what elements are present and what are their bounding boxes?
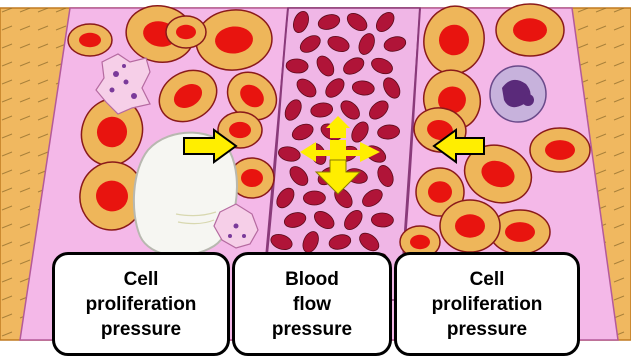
center-label: Blood flow pressure [272, 267, 352, 342]
tissue-cell-16 [440, 200, 500, 252]
tissue-cell-8 [68, 24, 112, 56]
tissue-cell-17 [530, 128, 590, 172]
label-box-center: Blood flow pressure [232, 252, 392, 356]
tissue-cell-7 [166, 16, 206, 48]
label-box-left: Cell proliferation pressure [52, 252, 230, 356]
left-label: Cell proliferation pressure [86, 267, 197, 342]
tissue-cell-10 [496, 4, 564, 56]
red-blood-cell-33 [303, 191, 325, 205]
right-label: Cell proliferation pressure [432, 267, 543, 342]
label-box-right: Cell proliferation pressure [394, 252, 580, 356]
red-blood-cell-39 [371, 213, 393, 228]
